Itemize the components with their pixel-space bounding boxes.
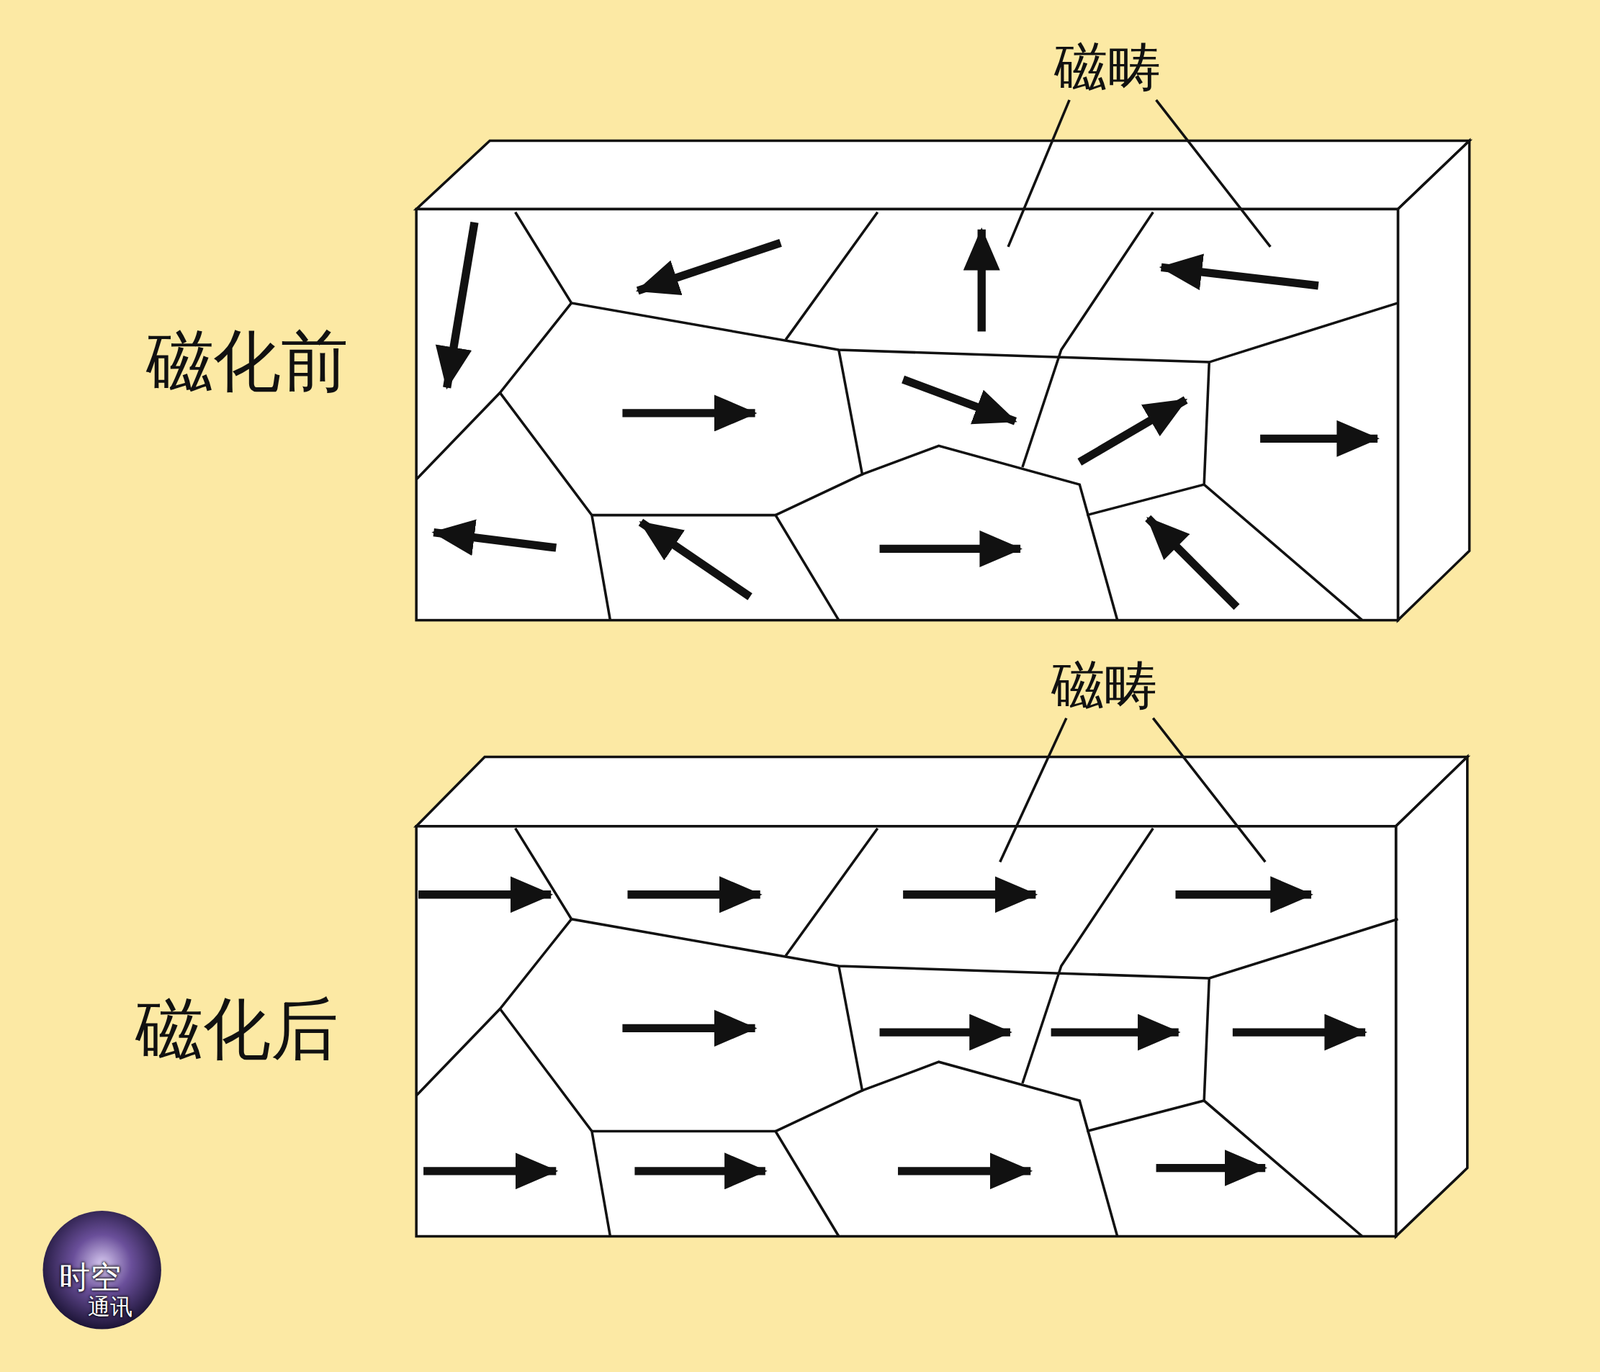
leader-lines — [1000, 100, 1271, 863]
watermark-badge — [43, 1211, 162, 1330]
domain-arrows — [418, 895, 1366, 1172]
state-label: 磁化前 — [146, 325, 349, 400]
domain-label: 磁畴 — [1054, 38, 1161, 97]
watermark-text: 时空 — [59, 1260, 121, 1295]
state-label: 磁化后 — [135, 993, 338, 1068]
block-before — [416, 141, 1469, 621]
domain-label: 磁畴 — [1051, 656, 1158, 716]
domain-arrows — [433, 222, 1378, 608]
block-after — [416, 756, 1468, 1237]
watermark-text: 通讯 — [87, 1296, 133, 1321]
